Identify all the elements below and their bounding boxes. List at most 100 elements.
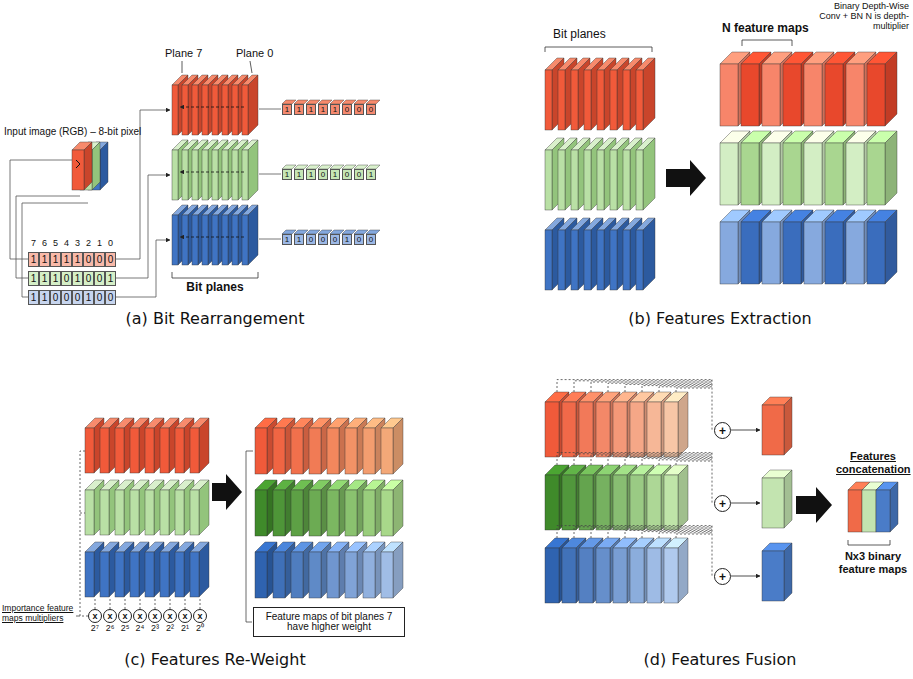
bit-cell: 1 [282,104,292,115]
node-text: x [182,612,187,621]
guide-line [642,459,712,465]
guide-line [848,540,890,545]
annotation-label: Bit planes [165,281,265,295]
bit-cell: 1 [83,290,94,305]
note-box: Feature maps of bit planes 7 have higher… [253,607,405,637]
guide-line [731,576,760,577]
annotation-label: N feature maps [722,22,809,36]
annotation-label: Nx3 binary feature maps [836,550,910,575]
guide-line [659,387,712,392]
annotation-label: 2⁶ [102,623,118,633]
guide-line [731,430,760,431]
annotation-label: 2⁰ [192,623,208,633]
annotation-label: Bit planes [553,28,606,42]
guide-line [76,616,80,617]
annotation-label: 1 [94,238,105,248]
node-text: x [137,612,142,621]
feature-map-slab [867,52,897,126]
bit-cell: 0 [354,104,364,115]
annotation-label: 6 [39,238,50,248]
guide-line [659,533,712,538]
annotation-label: Plane 7 [165,47,202,60]
guide-line [116,240,170,297]
feature-map-slab [381,418,403,474]
scan-arrow [180,172,244,173]
guide-line [250,61,252,73]
guide-line [170,598,171,609]
guide-line [10,160,72,259]
panel-caption: (a) Bit Rearrangement [100,310,330,328]
panel-caption: (d) Features Fusion [605,651,835,669]
operator-circle: + [714,422,731,439]
operator-circle: x [178,609,192,623]
guide-line [676,534,712,538]
guide-line [116,175,170,278]
block-arrow [796,487,832,523]
bit-cell: 1 [39,290,50,305]
bit-cell: 1 [294,104,304,115]
bit-cell: 1 [294,234,304,245]
guide-line [22,203,88,297]
bit-cell: 1 [39,252,50,267]
guide-line [80,513,85,514]
node-text: x [152,612,157,621]
guide-line [712,380,713,430]
bit-cell: 0 [94,271,105,286]
bit-cell: 0 [318,169,328,180]
guide-line [95,598,96,609]
feature-map-slab [190,418,209,473]
bit-cell: 1 [28,252,39,267]
feature-map-slab [762,397,792,455]
bit-cell: 1 [28,271,39,286]
node-text: Feature maps of bit planes 7 have higher… [259,612,399,632]
bit-cell: 1 [330,169,340,180]
annotation-label: 2⁵ [117,623,133,633]
node-text: x [92,612,97,621]
operator-circle: x [163,609,177,623]
guide-line [110,598,111,609]
bit-cell: 0 [330,234,340,245]
guide-line [574,527,712,538]
feature-map-slab [636,138,655,210]
annotation-label: 2² [162,623,178,633]
node-text: x [167,612,172,621]
bit-cell: 1 [39,271,50,286]
guide-line [608,529,712,538]
scan-arrow [180,107,244,108]
bit-cell: 0 [105,290,116,305]
guide-line [259,239,281,240]
feature-map-slab [242,140,258,200]
guide-line [659,460,712,465]
scan-arrow [180,237,244,238]
node-text: + [719,571,726,583]
guide-line [557,453,712,465]
guide-line [16,196,80,278]
operator-circle: x [148,609,162,623]
guide-line [625,457,712,465]
bit-cell: 0 [94,290,105,305]
bit-cell: 0 [83,271,94,286]
block-arrow [212,474,242,510]
bit-cell: 0 [366,234,376,245]
feature-map-slab [242,75,258,135]
guide-line [80,451,88,616]
bit-cell: 0 [318,234,328,245]
bit-cell: 1 [105,271,116,286]
bit-cell: 0 [354,234,364,245]
feature-map-slab [867,210,897,284]
block-arrow [666,160,706,196]
feature-map-slab [381,542,403,598]
guide-line [259,174,281,175]
annotation-label: Binary Depth-Wise Conv + BN N is depth-m… [816,2,909,32]
operator-circle: + [714,495,731,512]
guide-line [591,382,712,392]
guide-line [155,598,156,609]
guide-line [676,388,712,392]
annotation-label: 4 [61,238,72,248]
guide-line [625,530,712,538]
node-text: + [719,498,726,510]
bit-cell: 0 [61,271,72,286]
operator-circle: x [88,609,102,623]
